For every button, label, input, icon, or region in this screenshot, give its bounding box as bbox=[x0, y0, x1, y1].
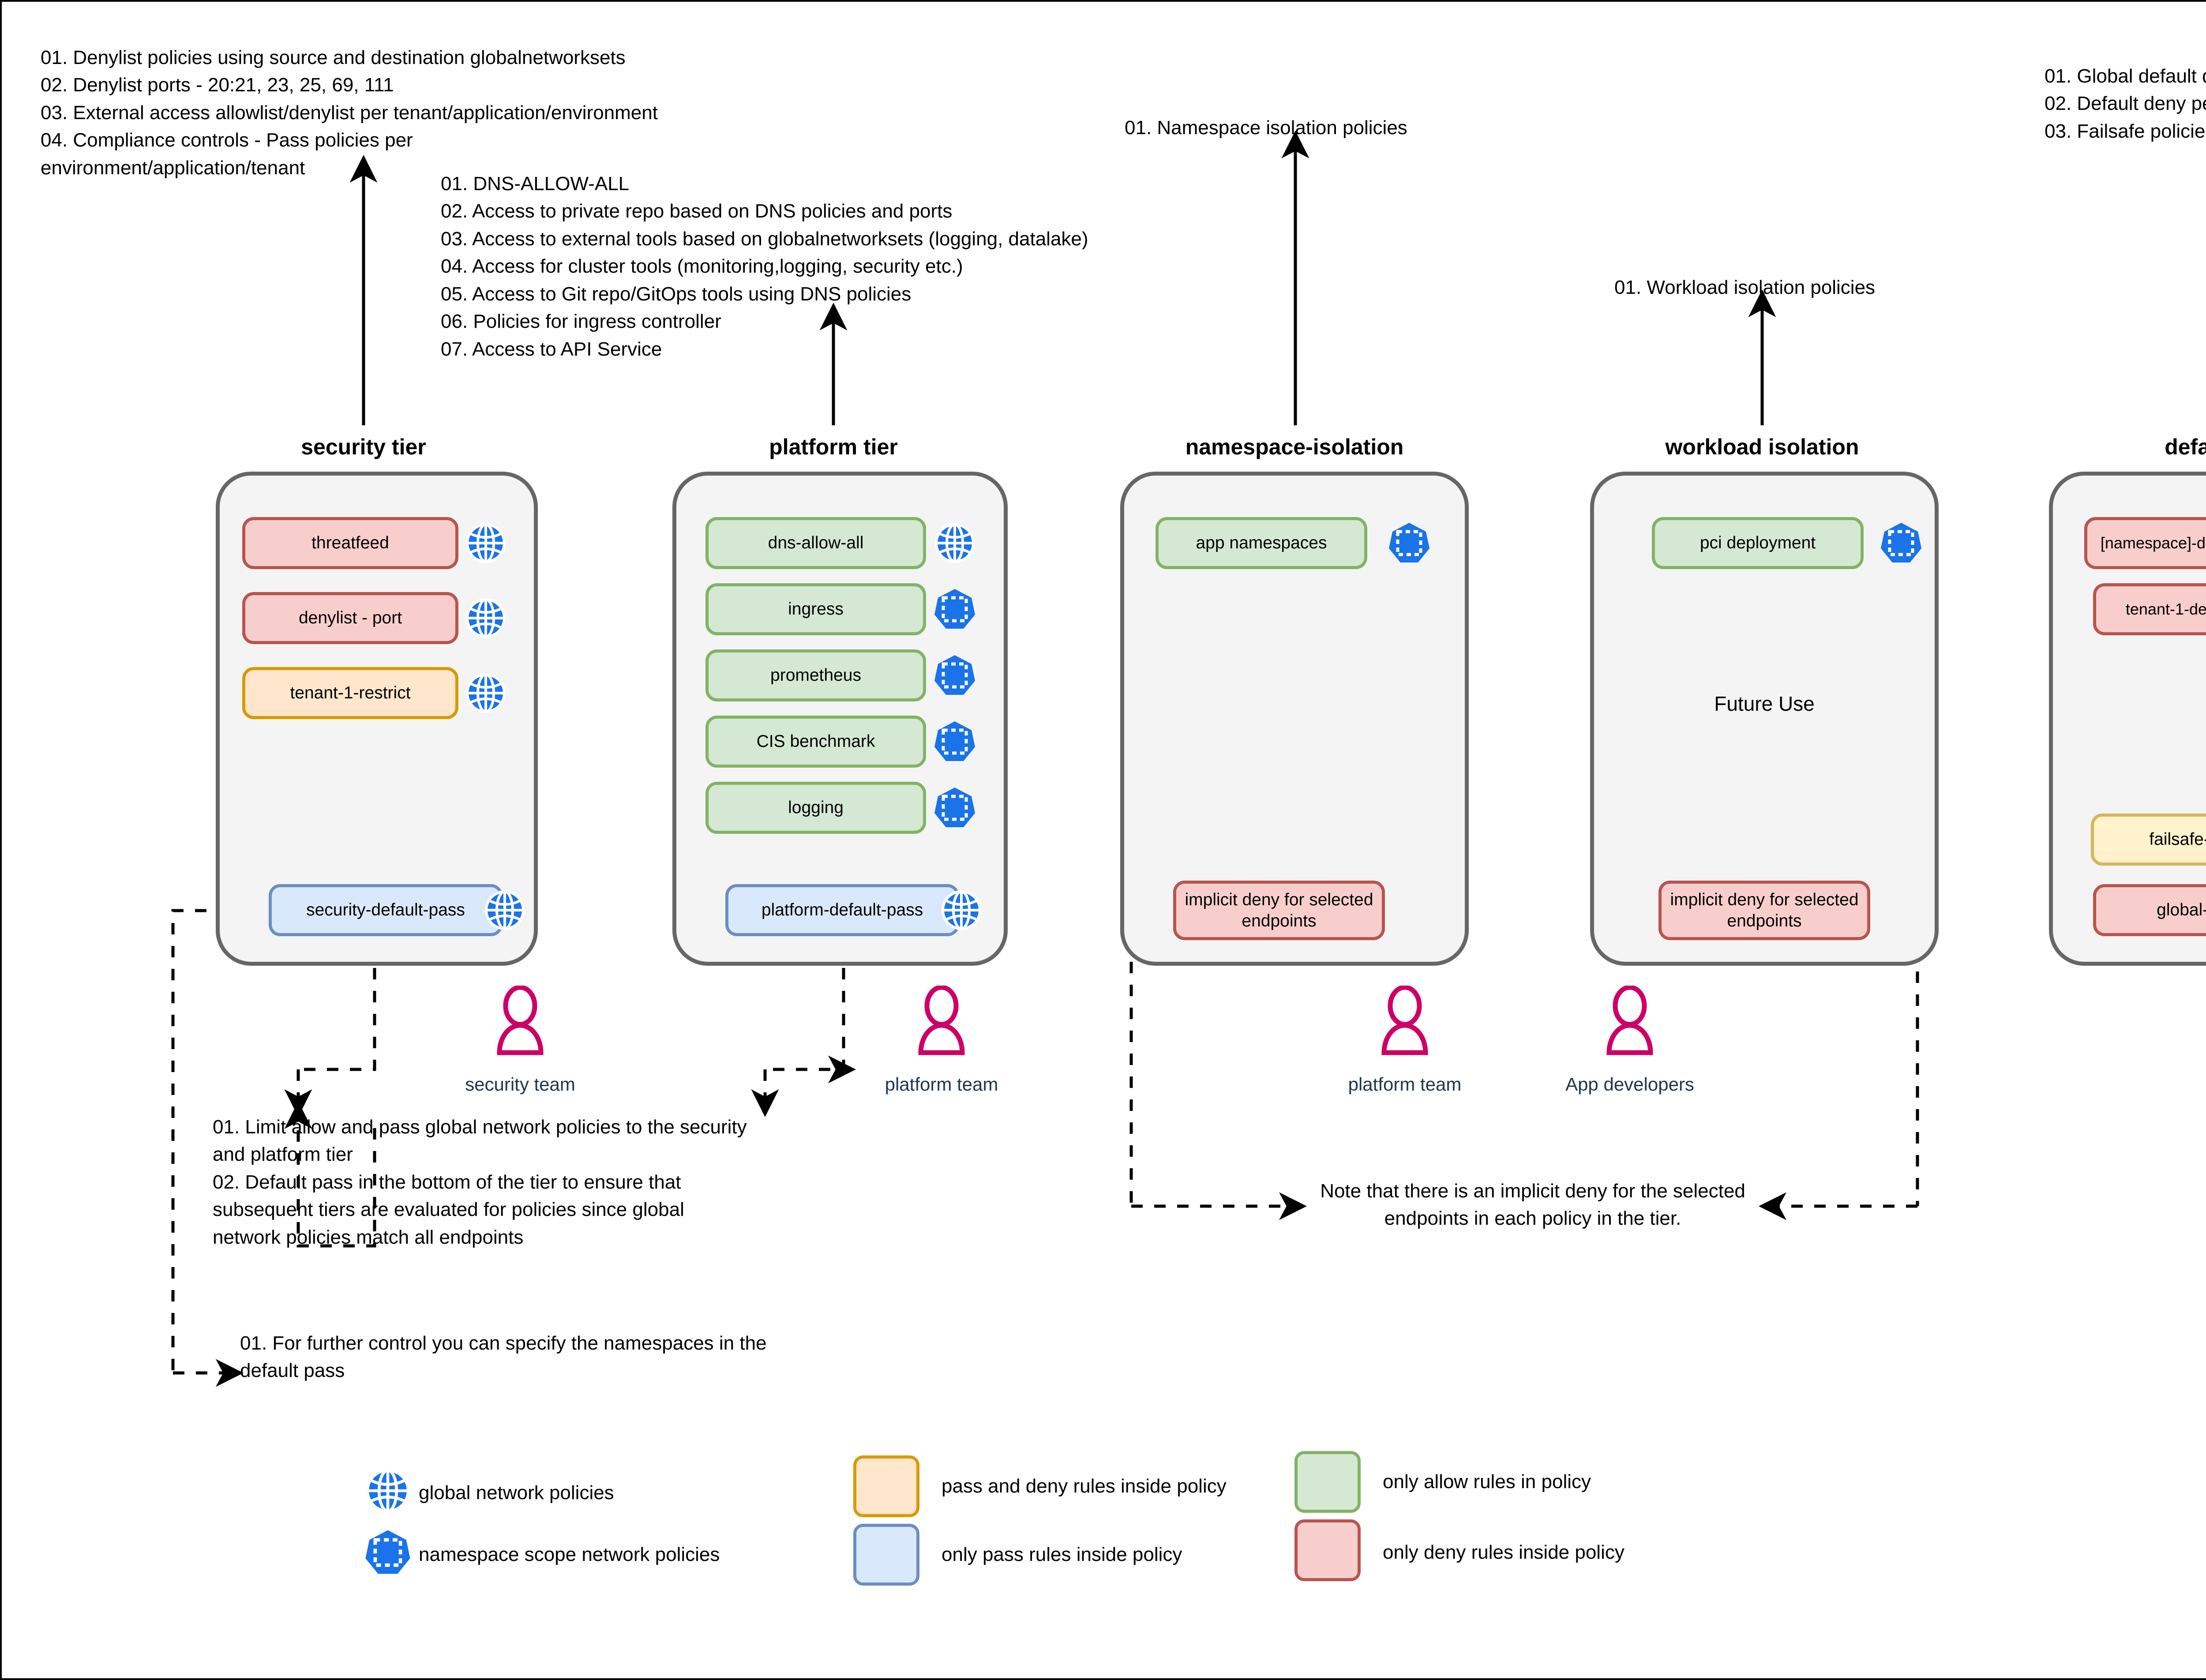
legend-swatch-only-pass bbox=[853, 1524, 919, 1586]
actor-label-platform-team-2: platform team bbox=[1348, 1074, 1462, 1095]
implicit-deny-note: Note that there is an implicit deny for … bbox=[1320, 1180, 1745, 1230]
policy-chip-prometheus[interactable]: prometheus bbox=[705, 649, 926, 701]
tier-title-workload-isolation: workload isolation bbox=[1665, 435, 1859, 459]
security-tier-notes: 01. Denylist policies using source and d… bbox=[41, 47, 658, 179]
namespace-scope-policy-icon bbox=[934, 721, 975, 761]
namespace-scope-policy-icon bbox=[1389, 523, 1429, 562]
tier-title-namespace-isolation: namespace-isolation bbox=[1185, 435, 1404, 459]
policy-chip-ingress[interactable]: ingress bbox=[705, 583, 926, 635]
namespace-isolation-note: 01. Namespace isolation policies bbox=[1125, 117, 1407, 139]
actor-icon bbox=[918, 986, 965, 1055]
policy-chip-failsafe-allow[interactable]: failsafe-allow bbox=[2091, 814, 2206, 866]
legend-swatch-only-deny bbox=[1294, 1519, 1361, 1581]
policy-chip-namespace-default-deny[interactable]: [namespace]-default-deny bbox=[2084, 517, 2206, 569]
bottom-left-notes: 01. Limit allow and pass global network … bbox=[213, 1116, 747, 1248]
policy-chip-threatfeed[interactable]: threatfeed bbox=[242, 517, 458, 569]
legend-swatch-pass-and-deny bbox=[853, 1455, 919, 1517]
actor-label-security-team-1: security team bbox=[465, 1074, 575, 1095]
global-network-policy-icon bbox=[935, 523, 975, 563]
global-network-policy-icon bbox=[942, 890, 981, 930]
tier-title-platform: platform tier bbox=[769, 435, 898, 459]
namespace-scope-policy-icon bbox=[934, 788, 975, 827]
policy-chip-tenant-1-default-deny[interactable]: tenant-1-default-deny bbox=[2093, 583, 2206, 635]
namespace-scope-policy-icon bbox=[934, 589, 975, 629]
policy-chip-implicit-deny-ns[interactable]: implicit deny for selected endpoints bbox=[1173, 881, 1385, 940]
policy-chip-dns-allow-all[interactable]: dns-allow-all bbox=[705, 517, 926, 569]
global-network-policy-icon bbox=[485, 890, 525, 930]
policy-chip-denylist-port[interactable]: denylist - port bbox=[242, 592, 458, 644]
policy-chip-global-deny[interactable]: global-deny bbox=[2093, 884, 2206, 936]
actor-label-app-developers: App developers bbox=[1565, 1074, 1694, 1095]
namespace-scope-policy-icon bbox=[365, 1530, 410, 1574]
legend-label-only-pass-rules: only pass rules inside policy bbox=[942, 1544, 1182, 1565]
policy-chip-pci-deployment[interactable]: pci deployment bbox=[1652, 517, 1864, 569]
workload-isolation-note: 01. Workload isolation policies bbox=[1614, 277, 1876, 298]
actor-icon bbox=[1606, 986, 1653, 1055]
global-network-policy-icon bbox=[466, 673, 506, 713]
platform-tier-notes: 01. DNS-ALLOW-ALL 02. Access to private … bbox=[441, 173, 1088, 360]
legend-label-pass-and-deny-rules: pass and deny rules inside policy bbox=[942, 1475, 1227, 1497]
namespace-scope-policy-icon bbox=[1881, 523, 1921, 562]
tier-title-default: default tier bbox=[2165, 435, 2206, 459]
legend-label-only-deny-rules: only deny rules inside policy bbox=[1383, 1541, 1624, 1563]
actor-icon bbox=[497, 986, 544, 1055]
global-network-policy-icon bbox=[466, 598, 506, 638]
policy-chip-implicit-deny-wl[interactable]: implicit deny for selected endpoints bbox=[1658, 881, 1870, 940]
actor-icon bbox=[1381, 986, 1428, 1055]
legend-label-global-network-policies: global network policies bbox=[419, 1482, 614, 1504]
policy-chip-app-namespaces[interactable]: app namespaces bbox=[1156, 517, 1367, 569]
policy-chip-cis-benchmark[interactable]: CIS benchmark bbox=[705, 716, 926, 768]
legend-label-namespace-scope-network-policies: namespace scope network policies bbox=[419, 1544, 720, 1565]
tier-title-security: security tier bbox=[301, 435, 426, 459]
default-tier-notes: 01. Global default deny 02. Default deny… bbox=[2045, 65, 2206, 142]
policy-chip-platform-default-pass[interactable]: platform-default-pass bbox=[725, 884, 959, 936]
policy-chip-security-default-pass[interactable]: security-default-pass bbox=[269, 884, 503, 936]
namespace-scope-policy-icon bbox=[934, 655, 975, 695]
legend-label-only-allow-rules: only allow rules in policy bbox=[1383, 1471, 1591, 1492]
global-network-policy-icon bbox=[366, 1469, 410, 1513]
legend-swatch-only-allow bbox=[1294, 1451, 1361, 1513]
global-network-policy-icon bbox=[466, 523, 506, 563]
policy-chip-tenant-1-restrict[interactable]: tenant-1-restrict bbox=[242, 667, 458, 719]
default-pass-note: 01. For further control you can specify … bbox=[240, 1332, 767, 1382]
policy-chip-logging[interactable]: logging bbox=[705, 782, 926, 834]
actor-label-platform-team-1: platform team bbox=[885, 1074, 998, 1095]
workload-future-use-label: Future Use bbox=[1714, 692, 1815, 715]
